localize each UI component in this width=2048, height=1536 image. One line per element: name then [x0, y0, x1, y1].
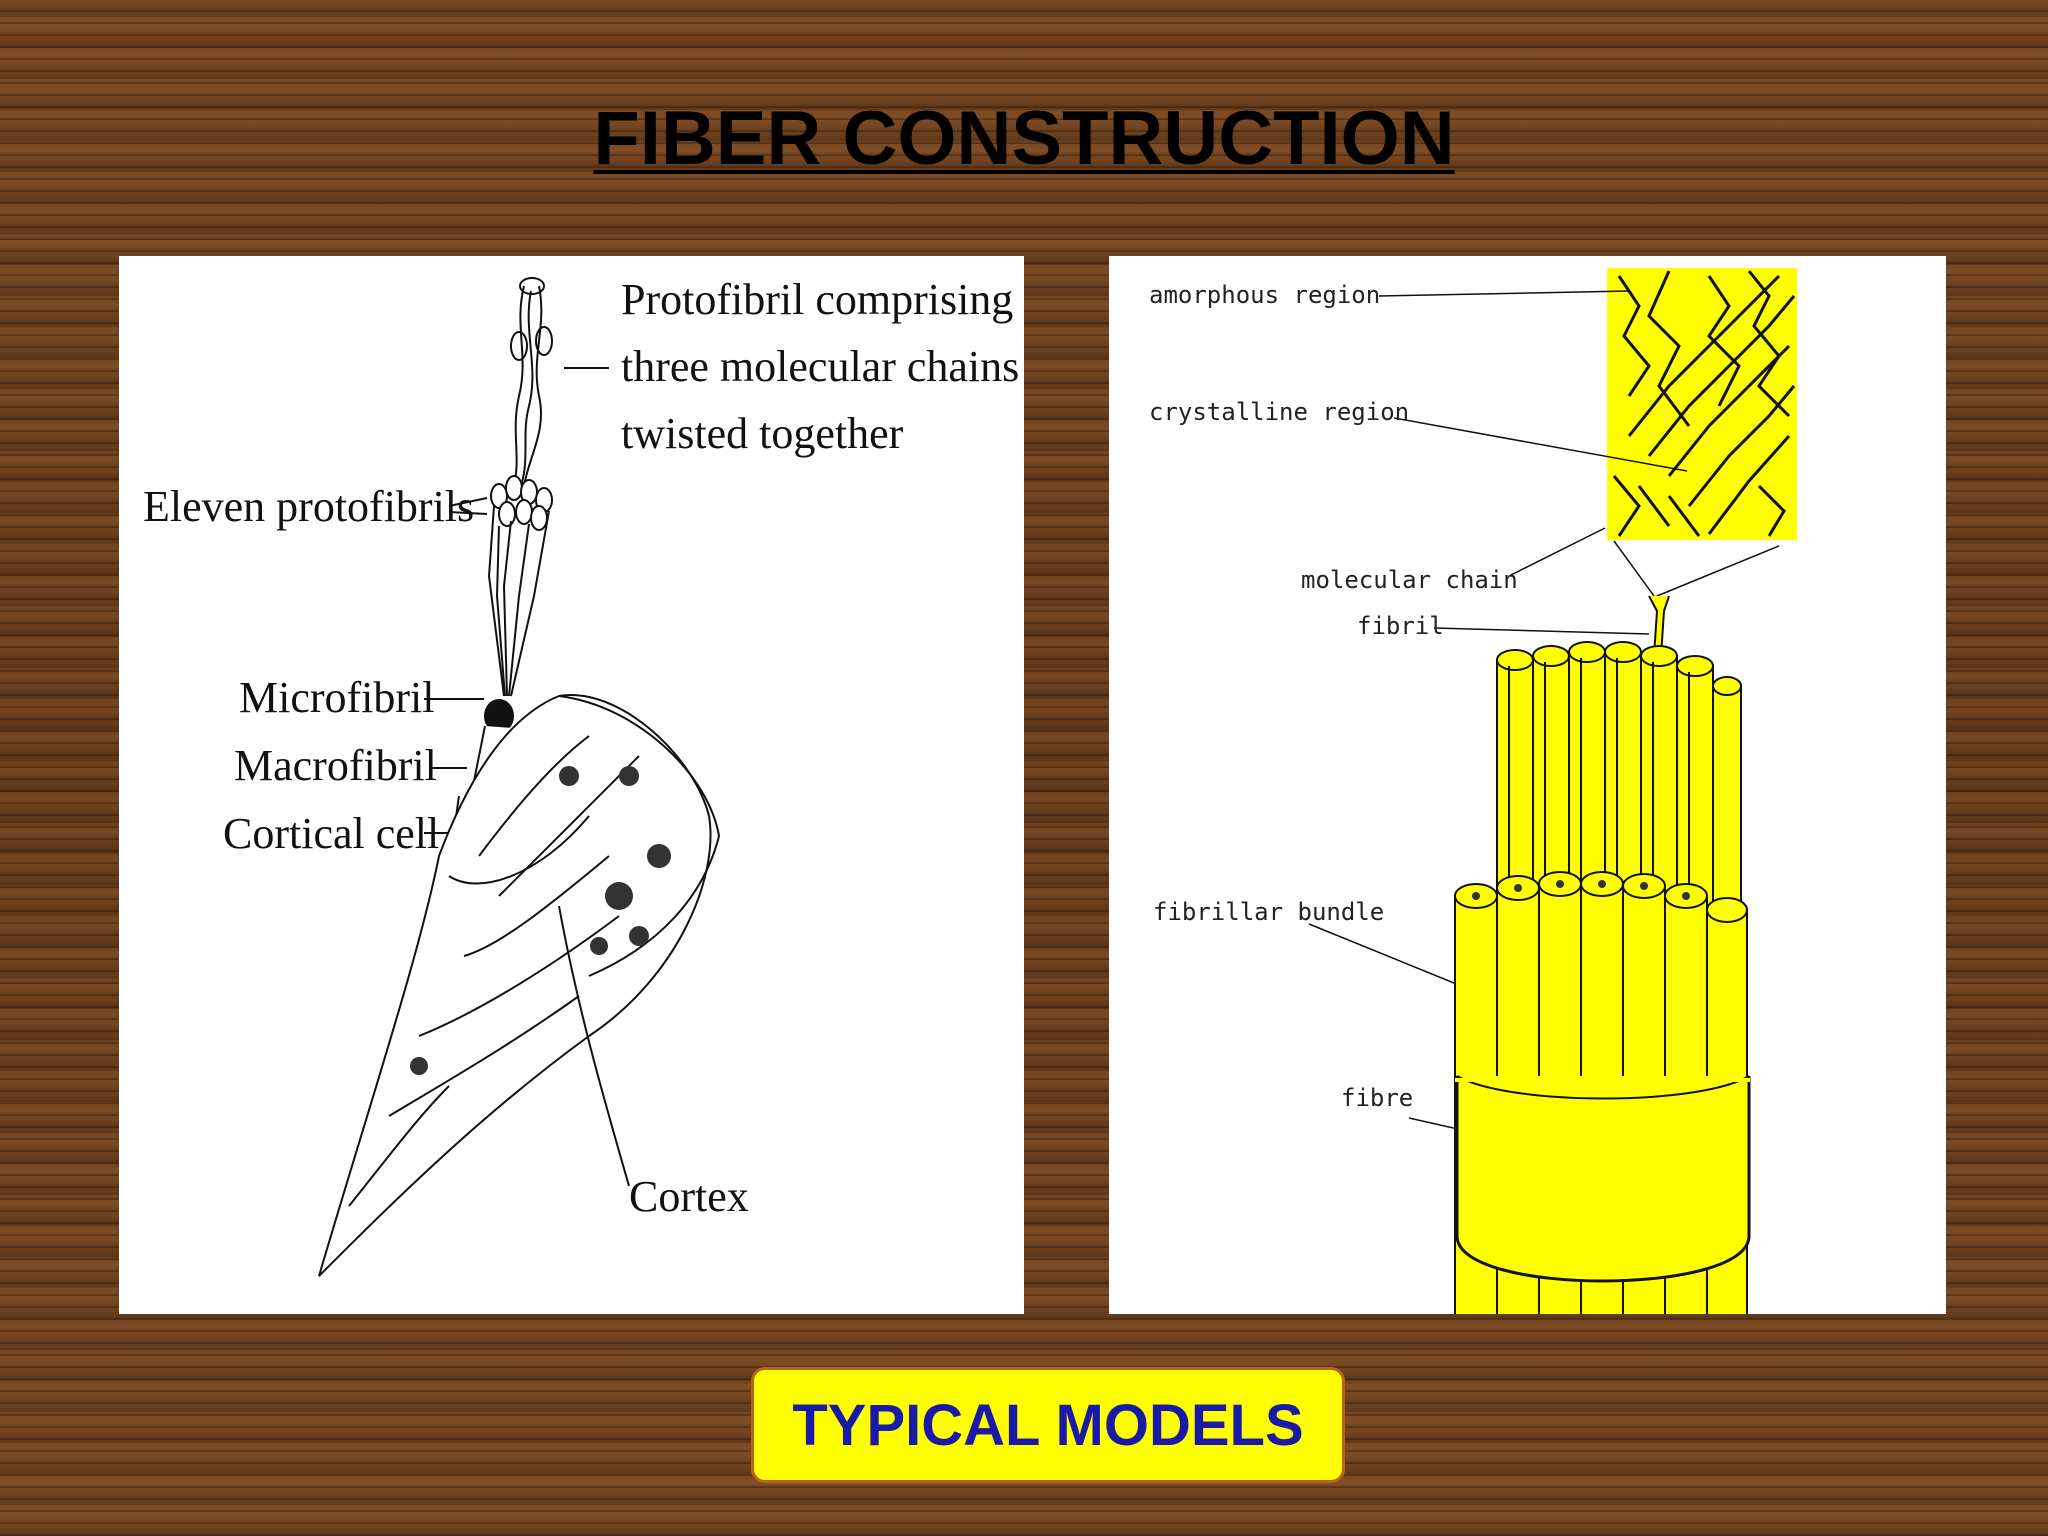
label-macrofibril: Macrofibril — [234, 741, 437, 790]
fibre-cylinder — [1455, 1075, 1751, 1283]
cortex-cone — [318, 694, 721, 1277]
fiber-hierarchy-illustration: amorphous region crystalline region mole… — [1149, 268, 1797, 1314]
cortex-texture — [410, 766, 671, 1075]
label-fibrillar-bundle: fibrillar bundle — [1153, 898, 1384, 926]
label-protofibril-2: three molecular chains — [621, 342, 1019, 391]
leader-lines — [424, 367, 630, 1187]
molecular-region-box — [1607, 268, 1797, 540]
label-protofibril-3: twisted together — [621, 409, 904, 458]
slide-title: FIBER CONSTRUCTION — [593, 96, 1455, 181]
fibre-top-fill — [1455, 1078, 1750, 1082]
label-amorphous-region: amorphous region — [1149, 281, 1380, 309]
label-microfibril: Microfibril — [239, 673, 435, 722]
caption-badge: TYPICAL MODELS — [751, 1367, 1345, 1483]
protofibril-strands — [510, 277, 553, 492]
wool-fiber-illustration: Protofibril comprising three molecular c… — [143, 275, 1019, 1277]
wool-fiber-diagram: Protofibril comprising three molecular c… — [119, 256, 1024, 1314]
label-eleven-protofibrils: Eleven protofibrils — [143, 482, 474, 531]
label-fibre: fibre — [1341, 1084, 1413, 1112]
label-crystalline-region: crystalline region — [1149, 398, 1409, 426]
fiber-hierarchy-diagram: amorphous region crystalline region mole… — [1109, 256, 1946, 1314]
eleven-protofibrils-bundle — [487, 475, 553, 697]
molecular-chains — [1612, 270, 1796, 537]
label-cortex: Cortex — [629, 1172, 749, 1221]
label-molecular-chain: molecular chain — [1301, 566, 1518, 594]
label-protofibril-1: Protofibril comprising — [621, 275, 1013, 324]
label-cortical-cell: Cortical cell — [223, 809, 439, 858]
label-fibril: fibril — [1357, 612, 1444, 640]
